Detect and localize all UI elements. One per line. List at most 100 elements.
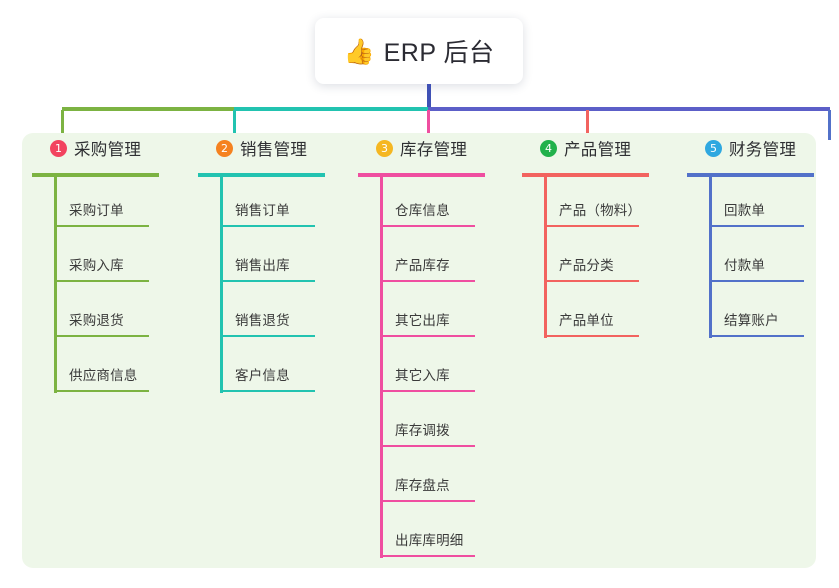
module-header-5[interactable]: 5 财务管理 bbox=[687, 133, 839, 163]
module-item-label: 出库库明细 bbox=[395, 533, 464, 548]
module-item[interactable]: 其它入库 bbox=[358, 338, 518, 393]
drop-product bbox=[586, 110, 589, 138]
module-item-label: 采购订单 bbox=[69, 203, 124, 218]
drop-purchase bbox=[61, 110, 64, 138]
module-item-rule bbox=[220, 225, 315, 227]
module-item[interactable]: 采购入库 bbox=[32, 228, 192, 283]
module-item-label: 产品分类 bbox=[559, 258, 614, 273]
thumbs-up-icon: 👍 bbox=[343, 37, 375, 66]
module-title: 采购管理 bbox=[74, 141, 142, 159]
module-item-label: 付款单 bbox=[724, 258, 766, 273]
module-item[interactable]: 采购订单 bbox=[32, 173, 192, 228]
module-item[interactable]: 结算账户 bbox=[687, 283, 839, 338]
module-index-badge: 1 bbox=[50, 139, 67, 157]
module-header-1[interactable]: 1 采购管理 bbox=[32, 133, 192, 163]
module-item-rule bbox=[544, 335, 639, 337]
module-header-rule bbox=[687, 173, 814, 177]
module-item-label: 库存盘点 bbox=[395, 478, 450, 493]
module-title: 销售管理 bbox=[240, 141, 308, 159]
module-item-rule bbox=[220, 390, 315, 392]
module-column-5: 5 财务管理回款单付款单结算账户 bbox=[687, 133, 839, 338]
module-item[interactable]: 其它出库 bbox=[358, 283, 518, 338]
module-item-list: 采购订单采购入库采购退货供应商信息 bbox=[32, 173, 192, 393]
module-item-rule bbox=[54, 225, 149, 227]
module-item-label: 销售出库 bbox=[235, 258, 290, 273]
module-item[interactable]: 库存盘点 bbox=[358, 448, 518, 503]
module-item[interactable]: 产品单位 bbox=[522, 283, 682, 338]
module-item-rule bbox=[380, 390, 475, 392]
module-header-3[interactable]: 3 库存管理 bbox=[358, 133, 518, 163]
module-item[interactable]: 销售退货 bbox=[198, 283, 358, 338]
module-item[interactable]: 出库库明细 bbox=[358, 503, 518, 558]
module-spine bbox=[380, 173, 383, 558]
module-item-label: 产品库存 bbox=[395, 258, 450, 273]
module-item-label: 其它出库 bbox=[395, 313, 450, 328]
module-item-rule bbox=[544, 280, 639, 282]
module-item-label: 结算账户 bbox=[724, 313, 779, 328]
module-item-label: 仓库信息 bbox=[395, 203, 450, 218]
module-item-rule bbox=[54, 335, 149, 337]
module-spine bbox=[544, 173, 547, 338]
module-item-label: 销售退货 bbox=[235, 313, 290, 328]
module-item-rule bbox=[380, 445, 475, 447]
module-item-label: 回款单 bbox=[724, 203, 766, 218]
module-item-rule bbox=[544, 225, 639, 227]
module-item[interactable]: 客户信息 bbox=[198, 338, 358, 393]
module-column-3: 3 库存管理仓库信息产品库存其它出库其它入库库存调拨库存盘点出库库明细 bbox=[358, 133, 518, 558]
module-item-label: 其它入库 bbox=[395, 368, 450, 383]
module-header-rule bbox=[32, 173, 159, 177]
module-item-rule bbox=[709, 225, 804, 227]
module-title: 财务管理 bbox=[729, 141, 797, 159]
module-item-label: 销售订单 bbox=[235, 203, 290, 218]
module-item-label: 供应商信息 bbox=[69, 368, 138, 383]
module-item-rule bbox=[380, 225, 475, 227]
module-index-badge: 3 bbox=[376, 139, 393, 157]
module-item-rule bbox=[380, 280, 475, 282]
module-column-1: 1 采购管理采购订单采购入库采购退货供应商信息 bbox=[32, 133, 192, 393]
module-item-label: 库存调拨 bbox=[395, 423, 450, 438]
module-item[interactable]: 付款单 bbox=[687, 228, 839, 283]
module-item-rule bbox=[709, 335, 804, 337]
module-item-rule bbox=[380, 335, 475, 337]
module-item-label: 产品（物料） bbox=[559, 203, 642, 218]
module-item-label: 采购入库 bbox=[69, 258, 124, 273]
module-title: 产品管理 bbox=[564, 141, 632, 159]
module-item[interactable]: 供应商信息 bbox=[32, 338, 192, 393]
module-item-rule bbox=[380, 555, 475, 557]
module-item-rule bbox=[54, 280, 149, 282]
module-spine bbox=[54, 173, 57, 393]
module-item-list: 回款单付款单结算账户 bbox=[687, 173, 839, 338]
module-index-badge: 5 bbox=[705, 139, 722, 157]
page-title: ERP 后台 bbox=[383, 39, 495, 67]
drop-sales bbox=[233, 110, 236, 138]
module-item[interactable]: 销售订单 bbox=[198, 173, 358, 228]
module-item[interactable]: 库存调拨 bbox=[358, 393, 518, 448]
module-spine bbox=[709, 173, 712, 338]
module-item-list: 销售订单销售出库销售退货客户信息 bbox=[198, 173, 358, 393]
root-node-title-card[interactable]: 👍 ERP 后台 bbox=[315, 18, 523, 84]
module-item[interactable]: 回款单 bbox=[687, 173, 839, 228]
module-header-4[interactable]: 4 产品管理 bbox=[522, 133, 682, 163]
module-item-rule bbox=[380, 500, 475, 502]
module-item-rule bbox=[54, 390, 149, 392]
module-item[interactable]: 产品库存 bbox=[358, 228, 518, 283]
module-item-label: 产品单位 bbox=[559, 313, 614, 328]
bus-segment-purple bbox=[428, 107, 830, 111]
module-header-rule bbox=[198, 173, 325, 177]
module-item-list: 仓库信息产品库存其它出库其它入库库存调拨库存盘点出库库明细 bbox=[358, 173, 518, 558]
module-item[interactable]: 产品分类 bbox=[522, 228, 682, 283]
module-title: 库存管理 bbox=[400, 141, 468, 159]
module-item-rule bbox=[220, 280, 315, 282]
module-item[interactable]: 产品（物料） bbox=[522, 173, 682, 228]
module-item-rule bbox=[220, 335, 315, 337]
module-item-rule bbox=[709, 280, 804, 282]
module-item[interactable]: 采购退货 bbox=[32, 283, 192, 338]
module-item[interactable]: 仓库信息 bbox=[358, 173, 518, 228]
root-connector-vertical bbox=[427, 84, 431, 109]
module-index-badge: 4 bbox=[540, 139, 557, 157]
module-item-label: 采购退货 bbox=[69, 313, 124, 328]
module-item[interactable]: 销售出库 bbox=[198, 228, 358, 283]
